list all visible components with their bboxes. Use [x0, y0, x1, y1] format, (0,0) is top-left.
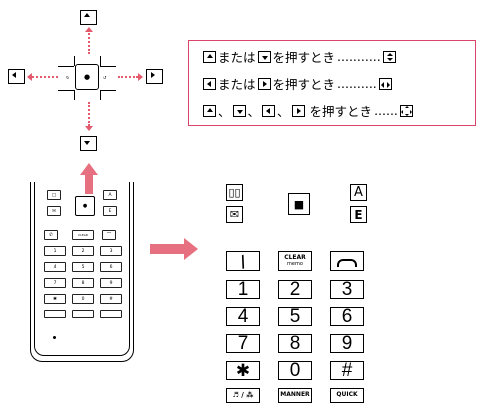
up-arrow-shaft [85, 174, 93, 194]
left-arrow-head [27, 73, 32, 81]
legend-row-leftright: または を押すとき .......... [203, 74, 392, 93]
right-arrow-shaft [150, 244, 186, 254]
legend-row-updown: または を押すとき ........... [203, 47, 396, 66]
left-key-icon [8, 69, 25, 84]
up-key-icon [203, 50, 216, 63]
key-2: 2 [278, 280, 312, 299]
key-hash: # [330, 361, 364, 380]
center-key-label: ■ [293, 197, 305, 211]
legend-dots: .......... [337, 76, 377, 91]
dpad-block: ● ↻ ↺ [58, 56, 116, 100]
manner-key: MANNER [278, 388, 312, 403]
key-6: 6 [330, 307, 364, 326]
key-9: 9 [330, 334, 364, 353]
legend-dots: ........... [337, 49, 381, 64]
center-key: ■ [288, 193, 310, 215]
e-key: E [350, 206, 367, 223]
updown-key-icon [382, 50, 396, 63]
key-star: ✱ [226, 361, 260, 380]
key-7: 7 [226, 334, 260, 353]
right-key-icon [257, 77, 271, 90]
phone-illustration: □ ✉ A E ● ✆ CLEAR ⌒ 1 2 3 4 5 6 7 8 9 ✱ … [30, 182, 136, 366]
end-key [330, 251, 364, 271]
right-arrow-head [138, 73, 143, 81]
legend-text: を押すとき [272, 77, 336, 92]
up-arrow-icon [80, 163, 98, 175]
left-key-icon [203, 77, 216, 90]
key-5: 5 [278, 307, 312, 326]
right-key-icon [291, 104, 305, 117]
down-dotted-line [88, 102, 90, 126]
all-direction-key-icon [399, 104, 413, 117]
key-4: 4 [226, 307, 260, 326]
key-8: 8 [278, 334, 312, 353]
call-icon: / [237, 251, 249, 271]
phonebook-key: ▯▯ [226, 184, 243, 201]
up-key-icon [203, 104, 216, 117]
right-dotted-line [118, 76, 138, 78]
music-key: ♬ / ⁂ [226, 388, 260, 403]
legend-text: を押すとき [309, 104, 373, 119]
legend-text: を押すとき [272, 50, 336, 65]
legend-box: または を押すとき ........... または を押すとき ........… [188, 40, 476, 126]
call-key: / [226, 251, 260, 271]
leftright-key-icon [378, 77, 392, 90]
left-dotted-line [32, 76, 58, 78]
left-key-icon [262, 104, 276, 117]
dpad-diagram: ● ↻ ↺ [0, 0, 180, 160]
phone-dpad: ● [75, 196, 95, 216]
clear-key: CLEAR memo [278, 251, 312, 271]
mail-icon: ✉ [229, 208, 240, 221]
end-call-icon [337, 258, 357, 267]
legend-dots: ...... [374, 103, 398, 118]
dpad-center-key: ● [75, 64, 99, 90]
legend-row-all: 、 、 、 を押すとき ...... [203, 101, 413, 120]
down-key-icon [80, 136, 97, 151]
key-0: 0 [278, 361, 312, 380]
down-key-icon [232, 104, 246, 117]
legend-sep: または [218, 77, 256, 92]
key-3: 3 [330, 280, 364, 299]
down-arrow-head [85, 126, 93, 131]
right-arrow-icon [184, 238, 198, 260]
up-dotted-line [88, 30, 90, 54]
mail-key: ✉ [226, 206, 243, 223]
keypad: ▯▯ ✉ ■ A E / CLEAR memo 1 2 3 4 5 6 7 8 … [218, 180, 468, 408]
legend-sep: または [218, 50, 256, 65]
up-key-icon [80, 10, 97, 25]
quick-key: QUICK [330, 388, 364, 403]
down-key-icon [257, 50, 271, 63]
a-key: A [350, 184, 367, 201]
up-arrow-head [85, 27, 93, 32]
key-1: 1 [226, 280, 260, 299]
phonebook-icon: ▯▯ [228, 186, 241, 199]
right-key-icon [146, 69, 163, 84]
